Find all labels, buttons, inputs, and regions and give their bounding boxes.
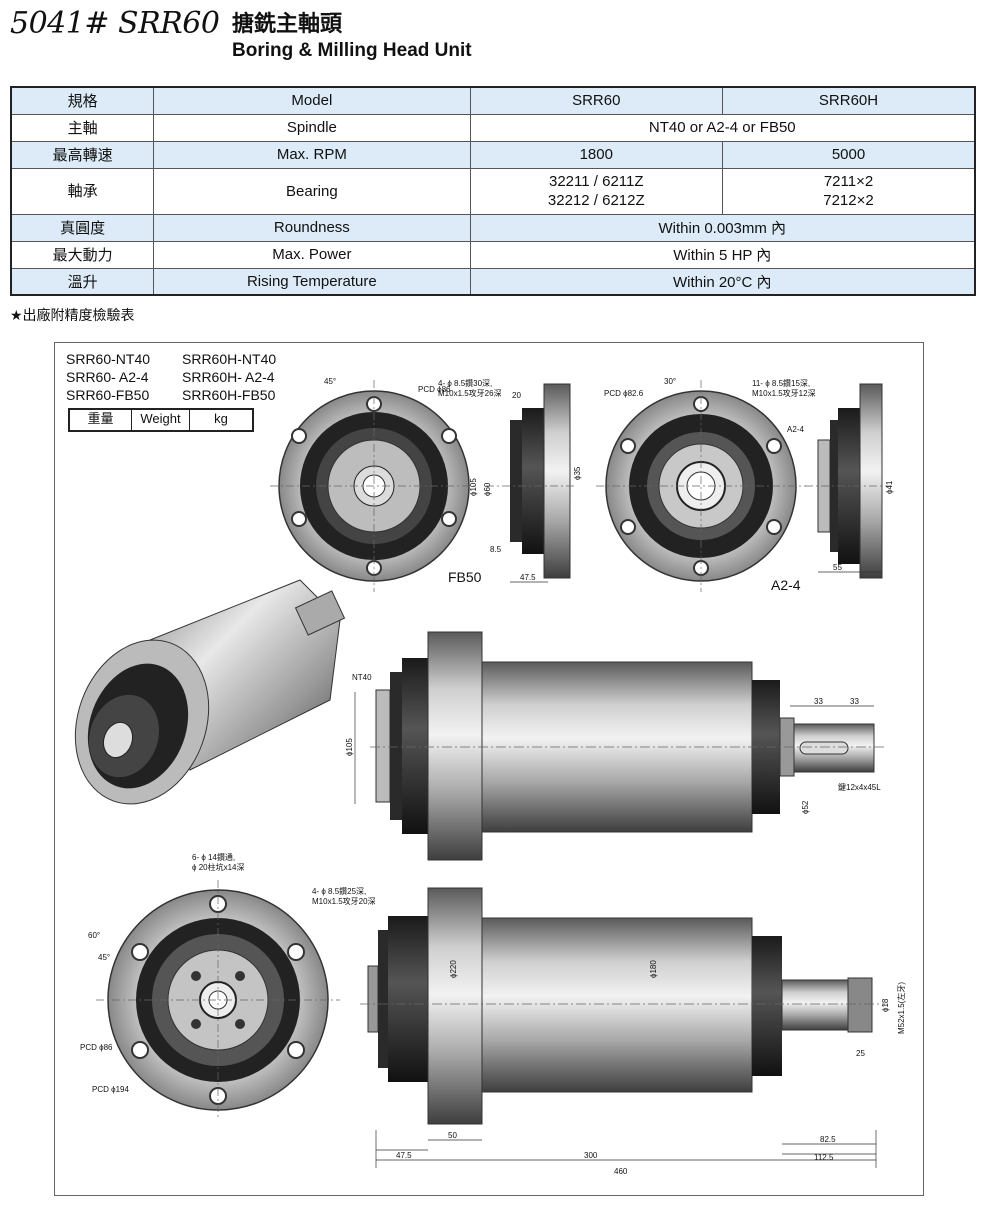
variant-name: SRR60H-NT40 xyxy=(182,351,277,367)
dimension-lines xyxy=(354,571,882,1168)
title-english: Boring & Milling Head Unit xyxy=(232,40,472,61)
dia-41: ϕ41 xyxy=(885,480,894,494)
weight-box: 重量 Weight kg xyxy=(68,408,254,432)
hole-note: M10x1.5攻牙20深 xyxy=(312,896,376,906)
weight-unit: kg xyxy=(214,411,228,426)
variant-name: SRR60H- A2-4 xyxy=(182,369,275,385)
bearing-line: 7212×2 xyxy=(823,192,874,209)
cell-merged: Within 0.003mm 內 xyxy=(469,213,976,242)
cell-en: Max. RPM xyxy=(153,140,471,169)
cell-srr60h: SRR60H xyxy=(722,86,976,115)
isometric-view xyxy=(74,579,346,805)
pcd-194: PCD ϕ194 xyxy=(92,1085,129,1094)
end-view xyxy=(96,880,340,1120)
main-side-view xyxy=(360,887,885,1125)
cell-en: Rising Temperature xyxy=(153,267,471,296)
dia-105b: ϕ105 xyxy=(345,738,354,756)
bearing-line: 32212 / 6212Z xyxy=(547,192,645,209)
table-row: 溫升 Rising Temperature Within 20°C 內 xyxy=(10,267,976,296)
dim-33a: 33 xyxy=(814,697,823,706)
variant-name: SRR60-FB50 xyxy=(66,387,150,403)
fb50-front-view xyxy=(270,380,478,592)
hole-note: ϕ 20柱坑x14深 xyxy=(192,862,245,872)
spec-table: 規格 Model SRR60 SRR60H 主軸 Spindle NT40 or… xyxy=(10,86,976,296)
dia-35: ϕ35 xyxy=(573,466,582,480)
dim-55: 55 xyxy=(833,563,842,572)
hole-note: M10x1.5攻牙12深 xyxy=(752,388,816,398)
a24-side-view xyxy=(805,383,890,579)
pcd-86: PCD ϕ86 xyxy=(418,385,451,394)
variant-name: SRR60- A2-4 xyxy=(66,369,149,385)
dim-20: 20 xyxy=(512,391,521,400)
dim-25: 25 xyxy=(856,1049,865,1058)
thread-m52: M52x1.5(左牙) xyxy=(896,982,906,1034)
table-row: 最高轉速 Max. RPM 1800 5000 xyxy=(10,140,976,169)
dia-60: ϕ60 xyxy=(483,482,492,496)
dim-33b: 33 xyxy=(850,697,859,706)
table-row: 最大動力 Max. Power Within 5 HP 內 xyxy=(10,240,976,269)
dia-18: ϕ18 xyxy=(881,998,890,1012)
cell-merged: Within 20°C 內 xyxy=(469,267,976,296)
hole-note: 11- ϕ 8.5鑽15深, xyxy=(752,378,810,388)
cell-en: Spindle xyxy=(153,113,471,142)
fb50-side-view xyxy=(486,383,575,579)
dim-47-5: 47.5 xyxy=(520,573,536,582)
bearing-line: 32211 / 6211Z xyxy=(549,173,644,190)
a24-front-view xyxy=(596,380,806,592)
pcd-826: PCD ϕ82.6 xyxy=(604,389,644,398)
table-row: 真圓度 Roundness Within 0.003mm 內 xyxy=(10,213,976,242)
variant-name: SRR60-NT40 xyxy=(66,351,151,367)
table-row: 主軸 Spindle NT40 or A2-4 or FB50 xyxy=(10,113,976,142)
dim-8-5: 8.5 xyxy=(490,545,502,554)
pcd-86b: PCD ϕ86 xyxy=(80,1043,113,1052)
table-row: 規格 Model SRR60 SRR60H xyxy=(10,86,976,115)
nt40-side-view xyxy=(370,631,885,861)
nt40-label: NT40 xyxy=(352,673,372,682)
dim-460: 460 xyxy=(614,1167,628,1176)
angle-45b: 45° xyxy=(98,953,110,962)
cell-en: Max. Power xyxy=(153,240,471,269)
dim-47-5b: 47.5 xyxy=(396,1151,412,1160)
hole-note: 4- ϕ 8.5鑽25深, xyxy=(312,886,366,896)
hole-note: 6- ϕ 14鑽通, xyxy=(192,852,235,862)
cell-zh: 真圓度 xyxy=(10,213,155,242)
dia-52: ϕ52 xyxy=(801,800,810,814)
cell-zh: 最高轉速 xyxy=(10,140,155,169)
cell-srr60: 1800 xyxy=(469,140,724,169)
dim-112-5: 112.5 xyxy=(814,1153,834,1162)
hole-note: 4- ϕ 8.5鑽30深, xyxy=(438,378,492,388)
a24-small-label: A2-4 xyxy=(787,425,804,434)
angle-60: 60° xyxy=(88,931,100,940)
title-chinese: 搪銑主軸頭 xyxy=(232,12,343,37)
weight-label-zh: 重量 xyxy=(70,410,132,430)
bearing-line: 7211×2 xyxy=(823,173,874,190)
key-label: 鍵12x4x45L xyxy=(838,782,881,792)
cell-merged: NT40 or A2-4 or FB50 xyxy=(469,113,976,142)
cell-zh: 溫升 xyxy=(10,267,155,296)
dia-220: ϕ220 xyxy=(449,960,458,978)
fb50-label: FB50 xyxy=(448,569,482,585)
angle-45: 45° xyxy=(324,377,336,386)
dia-180: ϕ180 xyxy=(649,960,658,978)
cell-zh: 軸承 xyxy=(10,167,155,215)
dim-50: 50 xyxy=(448,1131,457,1140)
cell-srr60: SRR60 xyxy=(469,86,724,115)
dim-82-5: 82.5 xyxy=(820,1135,836,1144)
angle-30: 30° xyxy=(664,377,676,386)
inspection-note: ★出廠附精度檢驗表 xyxy=(10,308,135,324)
hole-note: M10x1.5攻牙26深 xyxy=(438,388,502,398)
cell-en: Roundness xyxy=(153,213,471,242)
model-number: 5041# SRR60 xyxy=(10,6,220,41)
weight-label-en: Weight xyxy=(132,410,190,430)
a24-label: A2-4 xyxy=(771,577,801,593)
cell-en: Bearing xyxy=(153,167,471,215)
variant-name: SRR60H-FB50 xyxy=(182,387,276,403)
dia-105: ϕ105 xyxy=(469,478,478,496)
cell-merged: Within 5 HP 內 xyxy=(469,240,976,269)
cell-srr60h: 5000 xyxy=(722,140,976,169)
dim-300: 300 xyxy=(584,1151,598,1160)
